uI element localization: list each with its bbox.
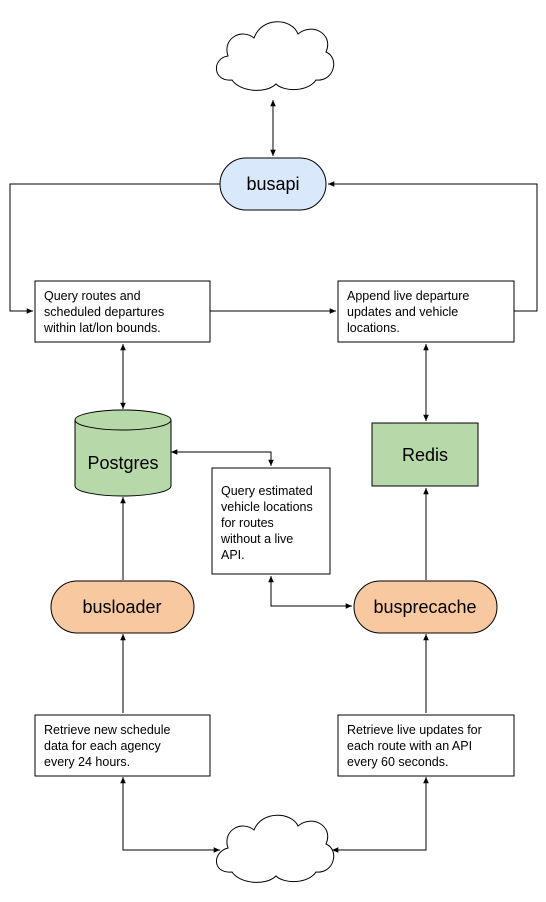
edge-live-cloud	[332, 777, 429, 853]
append-live-box: Append live departure updates and vehicl…	[337, 280, 515, 343]
edge-append-busapi	[328, 181, 538, 312]
busloader-label: busloader	[82, 597, 161, 617]
query-estimated-box: Query estimated vehicle locations for ro…	[211, 467, 331, 575]
query-routes-text: Query routes and scheduled departures wi…	[43, 289, 168, 335]
busprecache-label: busprecache	[373, 597, 476, 617]
busapi-node: busapi	[219, 157, 327, 211]
busprecache-node: busprecache	[353, 580, 498, 634]
retrieve-live-text: Retrieve live updates for each route wit…	[347, 723, 485, 769]
edge-postgres-estimated	[171, 449, 274, 466]
query-estimated-text: Query estimated vehicle locations for ro…	[220, 484, 316, 562]
retrieve-live-box: Retrieve live updates for each route wit…	[337, 714, 515, 777]
retrieve-schedule-text: Retrieve new schedule data for each agen…	[44, 723, 174, 769]
postgres-database: Postgres	[74, 409, 172, 497]
edges	[9, 100, 538, 853]
redis-label: Redis	[402, 445, 448, 465]
postgres-label: Postgres	[87, 453, 158, 473]
query-routes-box: Query routes and scheduled departures wi…	[34, 280, 211, 343]
cloud-icon-bottom	[216, 814, 335, 883]
edge-precache-estimated	[268, 576, 352, 609]
busloader-node: busloader	[50, 580, 195, 634]
append-live-text: Append live departure updates and vehicl…	[347, 289, 473, 335]
edge-busapi-query-routes	[9, 183, 220, 314]
redis-node: Redis	[371, 422, 479, 487]
retrieve-schedule-box: Retrieve new schedule data for each agen…	[34, 714, 211, 777]
edge-schedule-cloud	[120, 777, 220, 853]
busapi-label: busapi	[246, 174, 299, 194]
cloud-icon-top	[216, 21, 335, 91]
